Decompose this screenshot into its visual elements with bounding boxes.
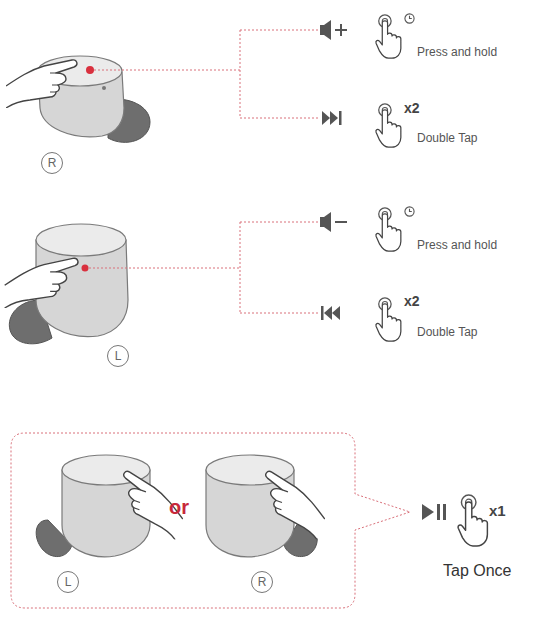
side-letter: L — [65, 576, 72, 588]
side-letter: R — [258, 576, 267, 588]
tap-count: x2 — [404, 293, 420, 309]
gesture-label: Press and hold — [417, 45, 497, 59]
side-marker-circle: L — [57, 571, 79, 593]
side-marker-circle: L — [107, 345, 129, 367]
gesture-label: Press and hold — [417, 238, 497, 252]
side-letter: L — [115, 350, 122, 362]
gesture-label: Double Tap — [417, 325, 478, 339]
callout-bubble: orL R — [10, 432, 412, 610]
tap-count: x2 — [404, 100, 420, 116]
side-marker-circle: R — [41, 152, 63, 174]
side-letter: R — [48, 157, 57, 169]
or-word: or — [169, 496, 189, 519]
bubble-path — [11, 433, 410, 608]
side-marker-circle: R — [251, 571, 273, 593]
tap-count: x1 — [489, 502, 506, 519]
gesture-label: Tap Once — [443, 562, 511, 580]
gesture-label: Double Tap — [417, 131, 478, 145]
